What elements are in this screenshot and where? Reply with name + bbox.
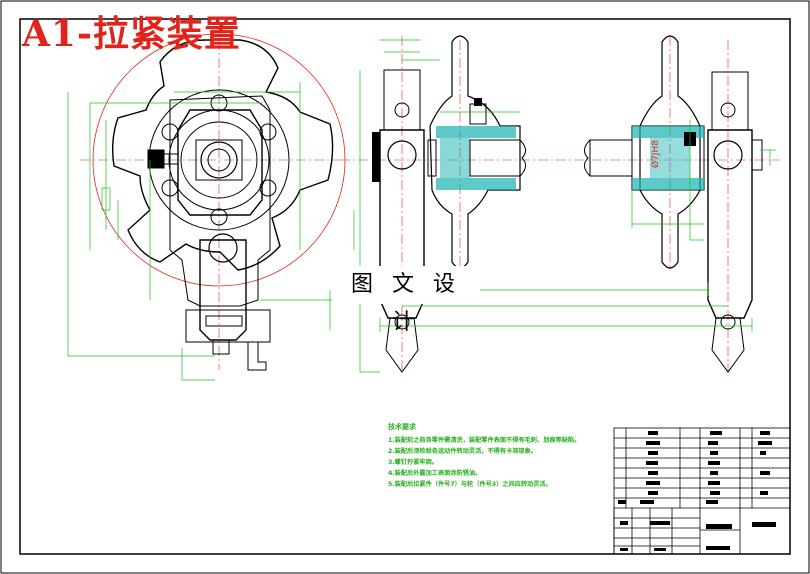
title-block-text	[618, 431, 776, 551]
technical-notes-heading: 技术要求	[388, 423, 416, 431]
title-block	[613, 427, 791, 555]
bore-callout: Ø7JH8	[650, 140, 661, 168]
right-view-dimensions	[631, 120, 776, 241]
technical-note: 5.装配后拉紧件（件号7）与轮（件号3）之间应转动灵活。	[388, 481, 552, 488]
side-view	[340, 35, 780, 373]
technical-note: 4.装配后外露加工表面涂防锈油。	[388, 470, 482, 477]
technical-note: 1.装配前之前各零件需清洗，装配零件表面不得有毛刺、划痕等缺陷。	[388, 437, 581, 444]
drawing-title: A1-拉紧装置	[22, 13, 241, 55]
watermark: 图 文 设 计	[332, 266, 480, 335]
star-wheel	[111, 39, 334, 271]
side-view-dimensions	[353, 39, 520, 373]
inner-border	[19, 18, 791, 555]
front-view	[67, 33, 346, 381]
technical-note: 3.螺钉拧紧牢固。	[388, 459, 438, 466]
right-view: Ø7JH8	[584, 35, 776, 373]
technical-note: 2.装配后须检验各运动件转动灵活，不得有卡滞现象。	[388, 448, 537, 455]
technical-notes: 技术要求 1.装配前之前各零件需清洗，装配零件表面不得有毛刺、划痕等缺陷。 2.…	[388, 422, 618, 490]
front-view-dimensions	[67, 82, 340, 381]
